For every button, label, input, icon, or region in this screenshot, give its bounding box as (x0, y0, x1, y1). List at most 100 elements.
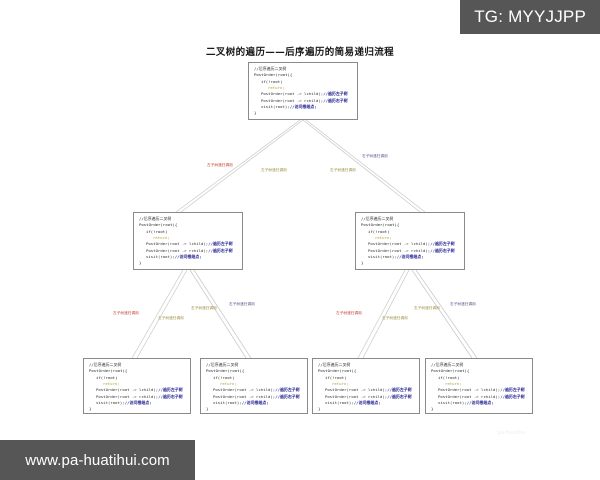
code-line: if(!root) (96, 374, 118, 380)
code-comment: //遍历左子树 (323, 91, 348, 97)
code-line: } (318, 406, 321, 412)
code-call: PostOrder(root -> rchild); (96, 393, 159, 399)
code-line: visit(root);//访问根结点; (318, 400, 415, 406)
code-comment: //遍历左子树 (500, 387, 525, 393)
code-call: PostOrder(root -> lchild); (96, 387, 159, 393)
edge-l1-l2b-b (193, 269, 252, 359)
code-comment: //遍历左子树 (275, 387, 300, 393)
code-call: PostOrder(root -> rchild); (325, 393, 388, 399)
code-line: } (89, 406, 92, 412)
code-comment: //遍历左子树 (430, 241, 455, 247)
code-line: visit(root);//访问根结点; (139, 254, 238, 260)
edge-r1-r2b-a (411, 269, 473, 359)
code-comment: //遍历右子树 (275, 393, 300, 399)
edge-root-right-b (305, 119, 426, 213)
code-comment: //访问根结点; (353, 399, 381, 405)
edge-label-root-l1: 左子树递归调用 (207, 163, 233, 167)
code-comment: //遍历右子树 (430, 247, 455, 253)
code-line: } (254, 110, 257, 116)
code-comment: //遍历右子树 (387, 393, 412, 399)
code-line: PostOrder(root){ (206, 368, 245, 374)
code-line: } (206, 406, 209, 412)
edge-root-left-b (180, 119, 304, 213)
code-line: PostOrder(root -> rchild);//遍历右子树 (89, 394, 186, 400)
code-line: if(!root) (368, 228, 390, 234)
code-line: } (361, 260, 364, 266)
code-line: if(!root) (213, 374, 235, 380)
code-line: PostOrder(root -> rchild);//遍历右子树 (318, 394, 415, 400)
code-line: return; (375, 234, 392, 240)
code-line: //后序遍历二叉树 (318, 362, 351, 367)
code-line: return; (268, 84, 285, 90)
edge-root-left-a (175, 119, 301, 213)
code-line: //后序遍历二叉树 (206, 362, 239, 367)
code-comment: //访问根结点; (289, 103, 317, 109)
code-line: PostOrder(root){ (139, 222, 178, 228)
code-line: } (139, 260, 142, 266)
code-comment: //遍历左子树 (208, 241, 233, 247)
code-comment: //遍历右子树 (158, 393, 183, 399)
code-line: PostOrder(root -> rchild);//遍历右子树 (361, 248, 460, 254)
code-comment: //遍历右子树 (323, 97, 348, 103)
code-line: PostOrder(root -> lchild);//遍历左子树 (361, 241, 460, 247)
code-line: PostOrder(root -> lchild);//遍历左子树 (89, 387, 186, 393)
code-call: visit(root); (438, 399, 467, 405)
code-line: PostOrder(root){ (431, 368, 470, 374)
edge-l1-l2a-b (136, 269, 188, 359)
edge-label-l1-l2b: 左子树递归调用 (158, 316, 184, 320)
code-line: //后序遍历二叉树 (431, 362, 464, 367)
code-call: PostOrder(root -> rchild); (368, 247, 431, 253)
code-line: //后序遍历二叉树 (89, 362, 122, 367)
edge-label-l1-l2a: 左子树递归调用 (113, 311, 139, 315)
code-call: visit(root); (213, 399, 242, 405)
code-call: PostOrder(root -> lchild); (146, 241, 209, 247)
code-line: if(!root) (261, 78, 283, 84)
code-line: return; (445, 380, 462, 386)
code-line: PostOrder(root -> lchild);//遍历左子树 (139, 241, 238, 247)
code-call: visit(root); (146, 253, 175, 259)
code-line: visit(root);//访问根结点; (431, 400, 528, 406)
faint-watermark: pa-huatihui (498, 430, 527, 436)
code-line: return; (332, 380, 349, 386)
code-line: } (431, 406, 434, 412)
code-line: if(!root) (438, 374, 460, 380)
edge-label-root-l1: 左子树递归调用 (261, 168, 287, 172)
code-line: return; (103, 380, 120, 386)
edge-l1-l2a-a (131, 269, 184, 359)
code-call: visit(root); (261, 103, 290, 109)
code-line: PostOrder(root -> lchild);//遍历左子树 (206, 387, 303, 393)
code-call: PostOrder(root -> lchild); (438, 387, 501, 393)
code-line: return; (220, 380, 237, 386)
code-line: PostOrder(root){ (361, 222, 400, 228)
code-call: visit(root); (368, 253, 397, 259)
code-line: PostOrder(root){ (318, 368, 357, 374)
edge-label-l1-l2b: 右子树递归调用 (229, 302, 255, 306)
code-line: PostOrder(root -> rchild);//遍历右子树 (254, 98, 353, 104)
code-comment: //访问根结点; (124, 399, 152, 405)
footer-watermark-text: www.pa-huatihui.com (25, 451, 170, 469)
code-line: PostOrder(root -> lchild);//遍历左子树 (254, 91, 353, 97)
code-line: visit(root);//访问根结点; (89, 400, 186, 406)
code-call: PostOrder(root -> rchild); (438, 393, 501, 399)
code-call: PostOrder(root -> rchild); (213, 393, 276, 399)
edge-label-l1-l2b: 右子树递归调用 (191, 306, 217, 310)
code-call: PostOrder(root -> rchild); (146, 247, 209, 253)
code-comment: //遍历右子树 (208, 247, 233, 253)
edge-r1-r2a-b (362, 269, 410, 359)
code-line: return; (153, 234, 170, 240)
edge-r1-r2b-b (415, 269, 478, 359)
code-line: PostOrder(root){ (254, 72, 293, 78)
code-line: PostOrder(root -> rchild);//遍历右子树 (431, 394, 528, 400)
edge-label-root-r1: 右子树递归调用 (330, 168, 356, 172)
tg-tag: TG: MYYJJPP (460, 0, 600, 34)
code-comment: //遍历右子树 (500, 393, 525, 399)
code-call: PostOrder(root -> lchild); (368, 241, 431, 247)
edge-label-r1-r2a: 左子树递归调用 (382, 316, 408, 320)
code-comment: //访问根结点; (241, 399, 269, 405)
code-call: PostOrder(root -> lchild); (325, 387, 388, 393)
